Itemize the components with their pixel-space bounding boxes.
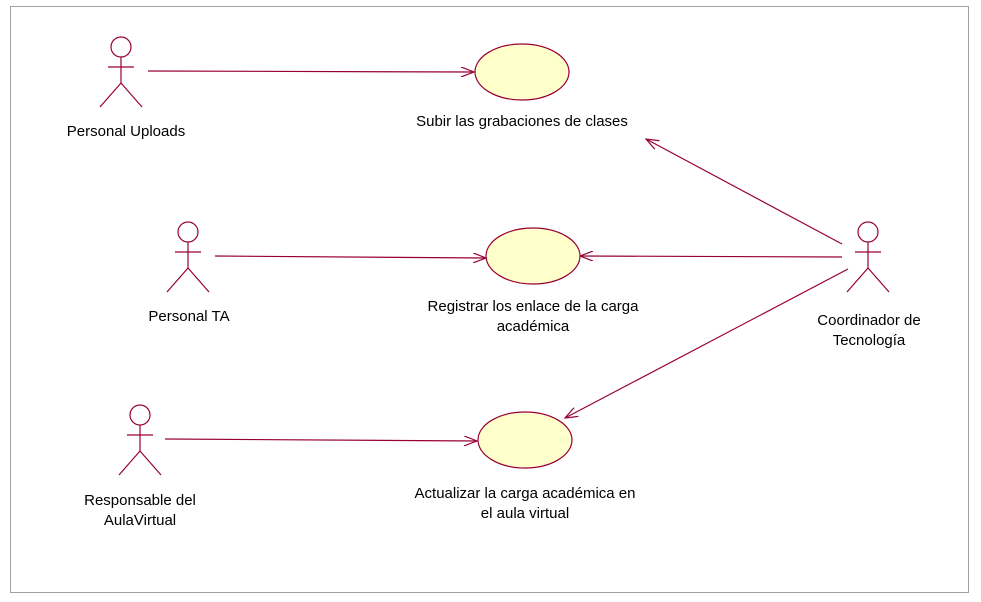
actor-label-personal-ta: Personal TA <box>148 308 230 325</box>
usecase-label-subir-grabaciones: Subir las grabaciones de clases <box>416 113 628 130</box>
usecase-label-actualizar-carga: Actualizar la carga académica en el aula… <box>414 485 636 522</box>
actor-responsable-aula-virtual-icon[interactable] <box>118 404 162 476</box>
association-coordinador-actualizar[interactable] <box>565 268 849 418</box>
diagram-frame <box>10 6 969 593</box>
use-cases <box>474 43 581 469</box>
association-coordinador-subir[interactable] <box>646 139 843 245</box>
association-responsable-actualizar[interactable] <box>164 439 477 441</box>
actor-label-responsable-aula-virtual: Responsable del AulaVirtual <box>84 492 196 529</box>
actor-label-coordinador-tecnologia: Coordinador de Tecnología <box>817 312 921 349</box>
usecase-label-registrar-enlaces: Registrar los enlace de la carga académi… <box>427 298 639 335</box>
actor-personal-ta-icon[interactable] <box>166 221 210 293</box>
association-coordinador-registrar[interactable] <box>580 256 843 257</box>
usecase-registrar-enlaces[interactable] <box>485 227 581 285</box>
actor-label-personal-uploads: Personal Uploads <box>66 123 186 140</box>
actor-coordinador-tecnologia-icon[interactable] <box>846 221 890 293</box>
actor-personal-uploads-icon[interactable] <box>99 36 143 108</box>
actors <box>99 36 890 476</box>
associations <box>147 71 849 441</box>
association-uploads-subir[interactable] <box>147 71 474 72</box>
usecase-subir-grabaciones[interactable] <box>474 43 570 101</box>
association-ta-registrar[interactable] <box>214 256 486 258</box>
usecase-actualizar-carga[interactable] <box>477 411 573 469</box>
